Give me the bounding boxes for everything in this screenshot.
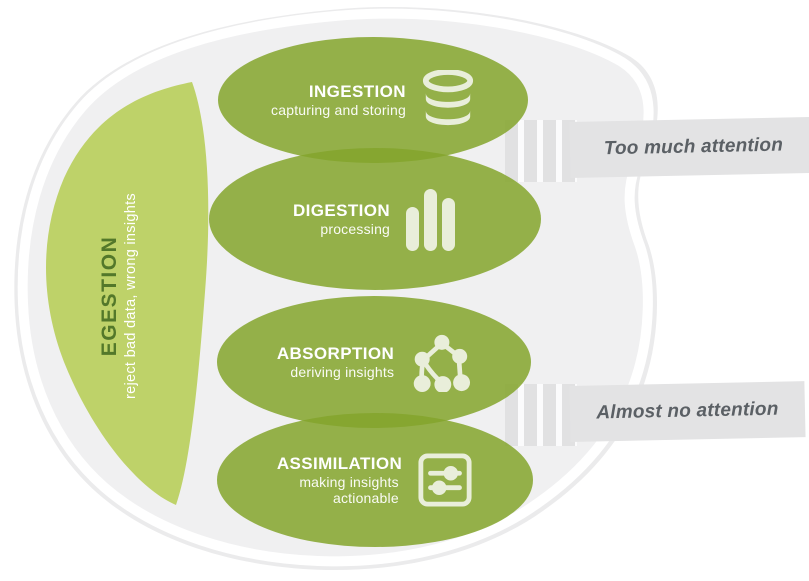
annotation-label: Too much attention	[603, 134, 784, 160]
stage-assimilation: ASSIMILATION making insights actionable	[217, 413, 533, 547]
attention-stripes-top	[505, 120, 577, 182]
stage-title: DIGESTION	[292, 201, 391, 220]
annotation-almost-no-attention: Almost no attention	[569, 381, 806, 442]
sliders-icon	[418, 453, 472, 507]
stage-title: ASSIMILATION	[276, 454, 403, 473]
stage-ingestion: INGESTION capturing and storing	[218, 37, 528, 163]
database-icon	[422, 70, 474, 126]
stage-subtitle: processing	[320, 221, 391, 237]
stage-text-block: ASSIMILATION making insights actionable	[277, 454, 402, 506]
egestion-crescent-shape	[46, 82, 209, 505]
stage-text-block: INGESTION capturing and storing	[271, 82, 406, 118]
stage-digestion: DIGESTION processing	[209, 148, 541, 290]
annotation-label: Almost no attention	[596, 398, 779, 424]
stage-absorption: ABSORPTION deriving insights	[217, 296, 531, 428]
annotation-too-much-attention: Too much attention	[569, 116, 809, 178]
network-graph-icon	[413, 334, 471, 392]
stage-subtitle: deriving insights	[290, 364, 395, 380]
stage-title: INGESTION	[308, 82, 406, 101]
stage-text-block: DIGESTION processing	[293, 201, 390, 237]
attention-stripes-bottom	[505, 384, 577, 446]
bar-chart-icon	[406, 189, 456, 251]
stage-subtitle: making insights actionable	[299, 474, 399, 506]
stage-title: ABSORPTION	[276, 344, 395, 363]
stage-text-block: ABSORPTION deriving insights	[277, 344, 394, 380]
stage-subtitle: capturing and storing	[271, 102, 406, 118]
